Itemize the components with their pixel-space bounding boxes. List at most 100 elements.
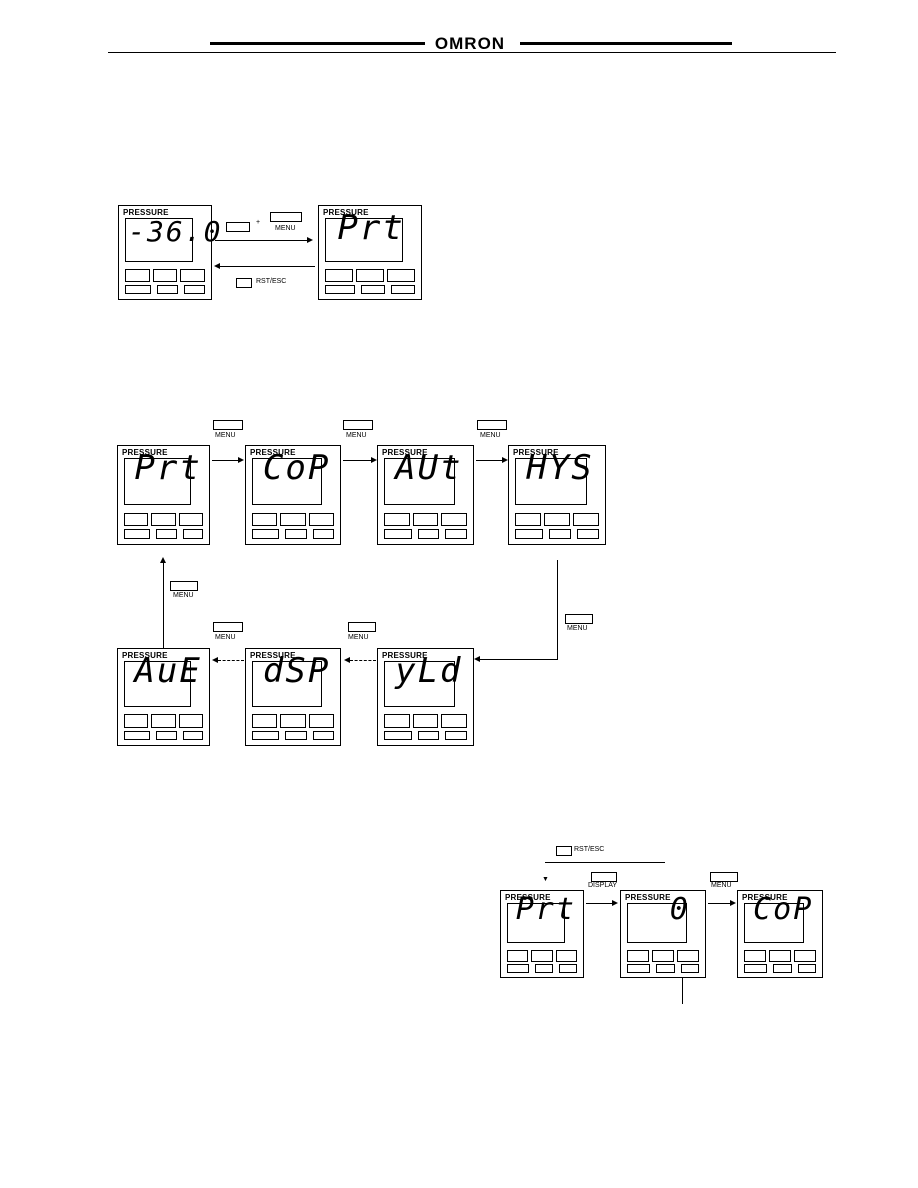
key[interactable] [308,714,334,728]
key-row [124,512,203,527]
key[interactable] [441,714,468,728]
key[interactable] [794,949,816,962]
key[interactable] [441,512,468,527]
key[interactable] [125,269,150,283]
panel-title: PRESSURE [250,651,296,660]
key[interactable] [151,512,176,527]
menu-key[interactable] [549,529,571,540]
key[interactable] [384,512,410,527]
key[interactable] [325,269,353,283]
key[interactable] [151,714,176,728]
display-key[interactable] [391,285,415,295]
menu-key[interactable] [535,964,554,973]
key-row-bottom [515,529,599,540]
arrow-line [220,266,315,267]
menu-label: MENU [348,634,369,641]
menu-key[interactable] [285,529,307,540]
rst-esc-key[interactable] [515,529,543,540]
key[interactable] [744,949,766,962]
key[interactable] [573,512,599,527]
key[interactable] [152,269,178,283]
rst-esc-key[interactable] [124,730,151,741]
key[interactable] [769,949,791,962]
key[interactable] [531,949,553,962]
rst-esc-key[interactable] [384,730,412,741]
key[interactable] [627,949,649,962]
key[interactable] [544,512,570,527]
key-row-bottom [744,964,816,973]
menu-key[interactable] [773,964,792,973]
key[interactable] [384,714,410,728]
rst-esc-label: RST/ESC [574,846,605,853]
display-key[interactable] [445,730,468,741]
key-icon-menu [213,622,243,632]
key[interactable] [555,949,577,962]
lcd-digits: -36.0 [128,215,223,249]
rst-esc-key[interactable] [627,964,651,973]
display-key[interactable] [680,964,699,973]
display-key[interactable] [797,964,816,973]
key[interactable] [280,714,306,728]
lcd-digits: AUt [395,447,463,488]
plus-sign: + [256,219,261,226]
key[interactable] [507,949,529,962]
display-key[interactable] [559,964,577,973]
menu-key[interactable] [285,730,307,741]
rst-esc-key[interactable] [252,730,280,741]
arrow-line [163,563,164,648]
display-key[interactable] [312,529,334,540]
arrow-head-up [160,557,166,563]
key[interactable] [387,269,415,283]
menu-key[interactable] [656,964,675,973]
key[interactable] [252,512,278,527]
rst-esc-key[interactable] [507,964,530,973]
key[interactable] [677,949,699,962]
menu-key[interactable] [361,285,386,295]
key[interactable] [124,714,149,728]
key-row-bottom [252,529,334,540]
key[interactable] [356,269,384,283]
lcd-screen [507,903,565,943]
display-key[interactable] [184,285,205,295]
display-key[interactable] [577,529,599,540]
key[interactable] [515,512,541,527]
rst-esc-key[interactable] [325,285,356,295]
key[interactable] [180,269,206,283]
header-rule-right [520,42,732,45]
menu-key[interactable] [156,730,177,741]
omron-logo: OMRON [434,34,506,53]
panel-title: PRESSURE [123,208,169,217]
display-key[interactable] [182,529,203,540]
menu-key[interactable] [157,285,179,295]
key[interactable] [412,714,439,728]
display-key[interactable] [312,730,334,741]
menu-key[interactable] [417,529,440,540]
menu-key[interactable] [417,730,440,741]
key[interactable] [412,512,439,527]
key-icon-menu [213,420,243,430]
key[interactable] [652,949,674,962]
rst-esc-key[interactable] [252,529,280,540]
menu-key[interactable] [156,529,177,540]
arrow-line [343,460,373,461]
display-key[interactable] [182,730,203,741]
rst-esc-key[interactable] [125,285,152,295]
rst-esc-key[interactable] [124,529,151,540]
rst-esc-label: RST/ESC [256,278,287,285]
lcd-digits: Prt [134,447,202,488]
key-row [515,512,599,527]
key[interactable] [308,512,334,527]
key[interactable] [178,512,203,527]
lcd-digits: Prt [515,892,576,928]
key[interactable] [124,512,149,527]
rst-esc-key[interactable] [384,529,412,540]
key[interactable] [178,714,203,728]
display-key[interactable] [445,529,468,540]
bracket-line [545,862,665,863]
panel-aue: PRESSURE AuE [117,648,210,746]
rst-esc-key[interactable] [744,964,768,973]
key[interactable] [280,512,306,527]
panel-title: PRESSURE [513,448,559,457]
key-icon-display [591,872,617,882]
key[interactable] [252,714,278,728]
